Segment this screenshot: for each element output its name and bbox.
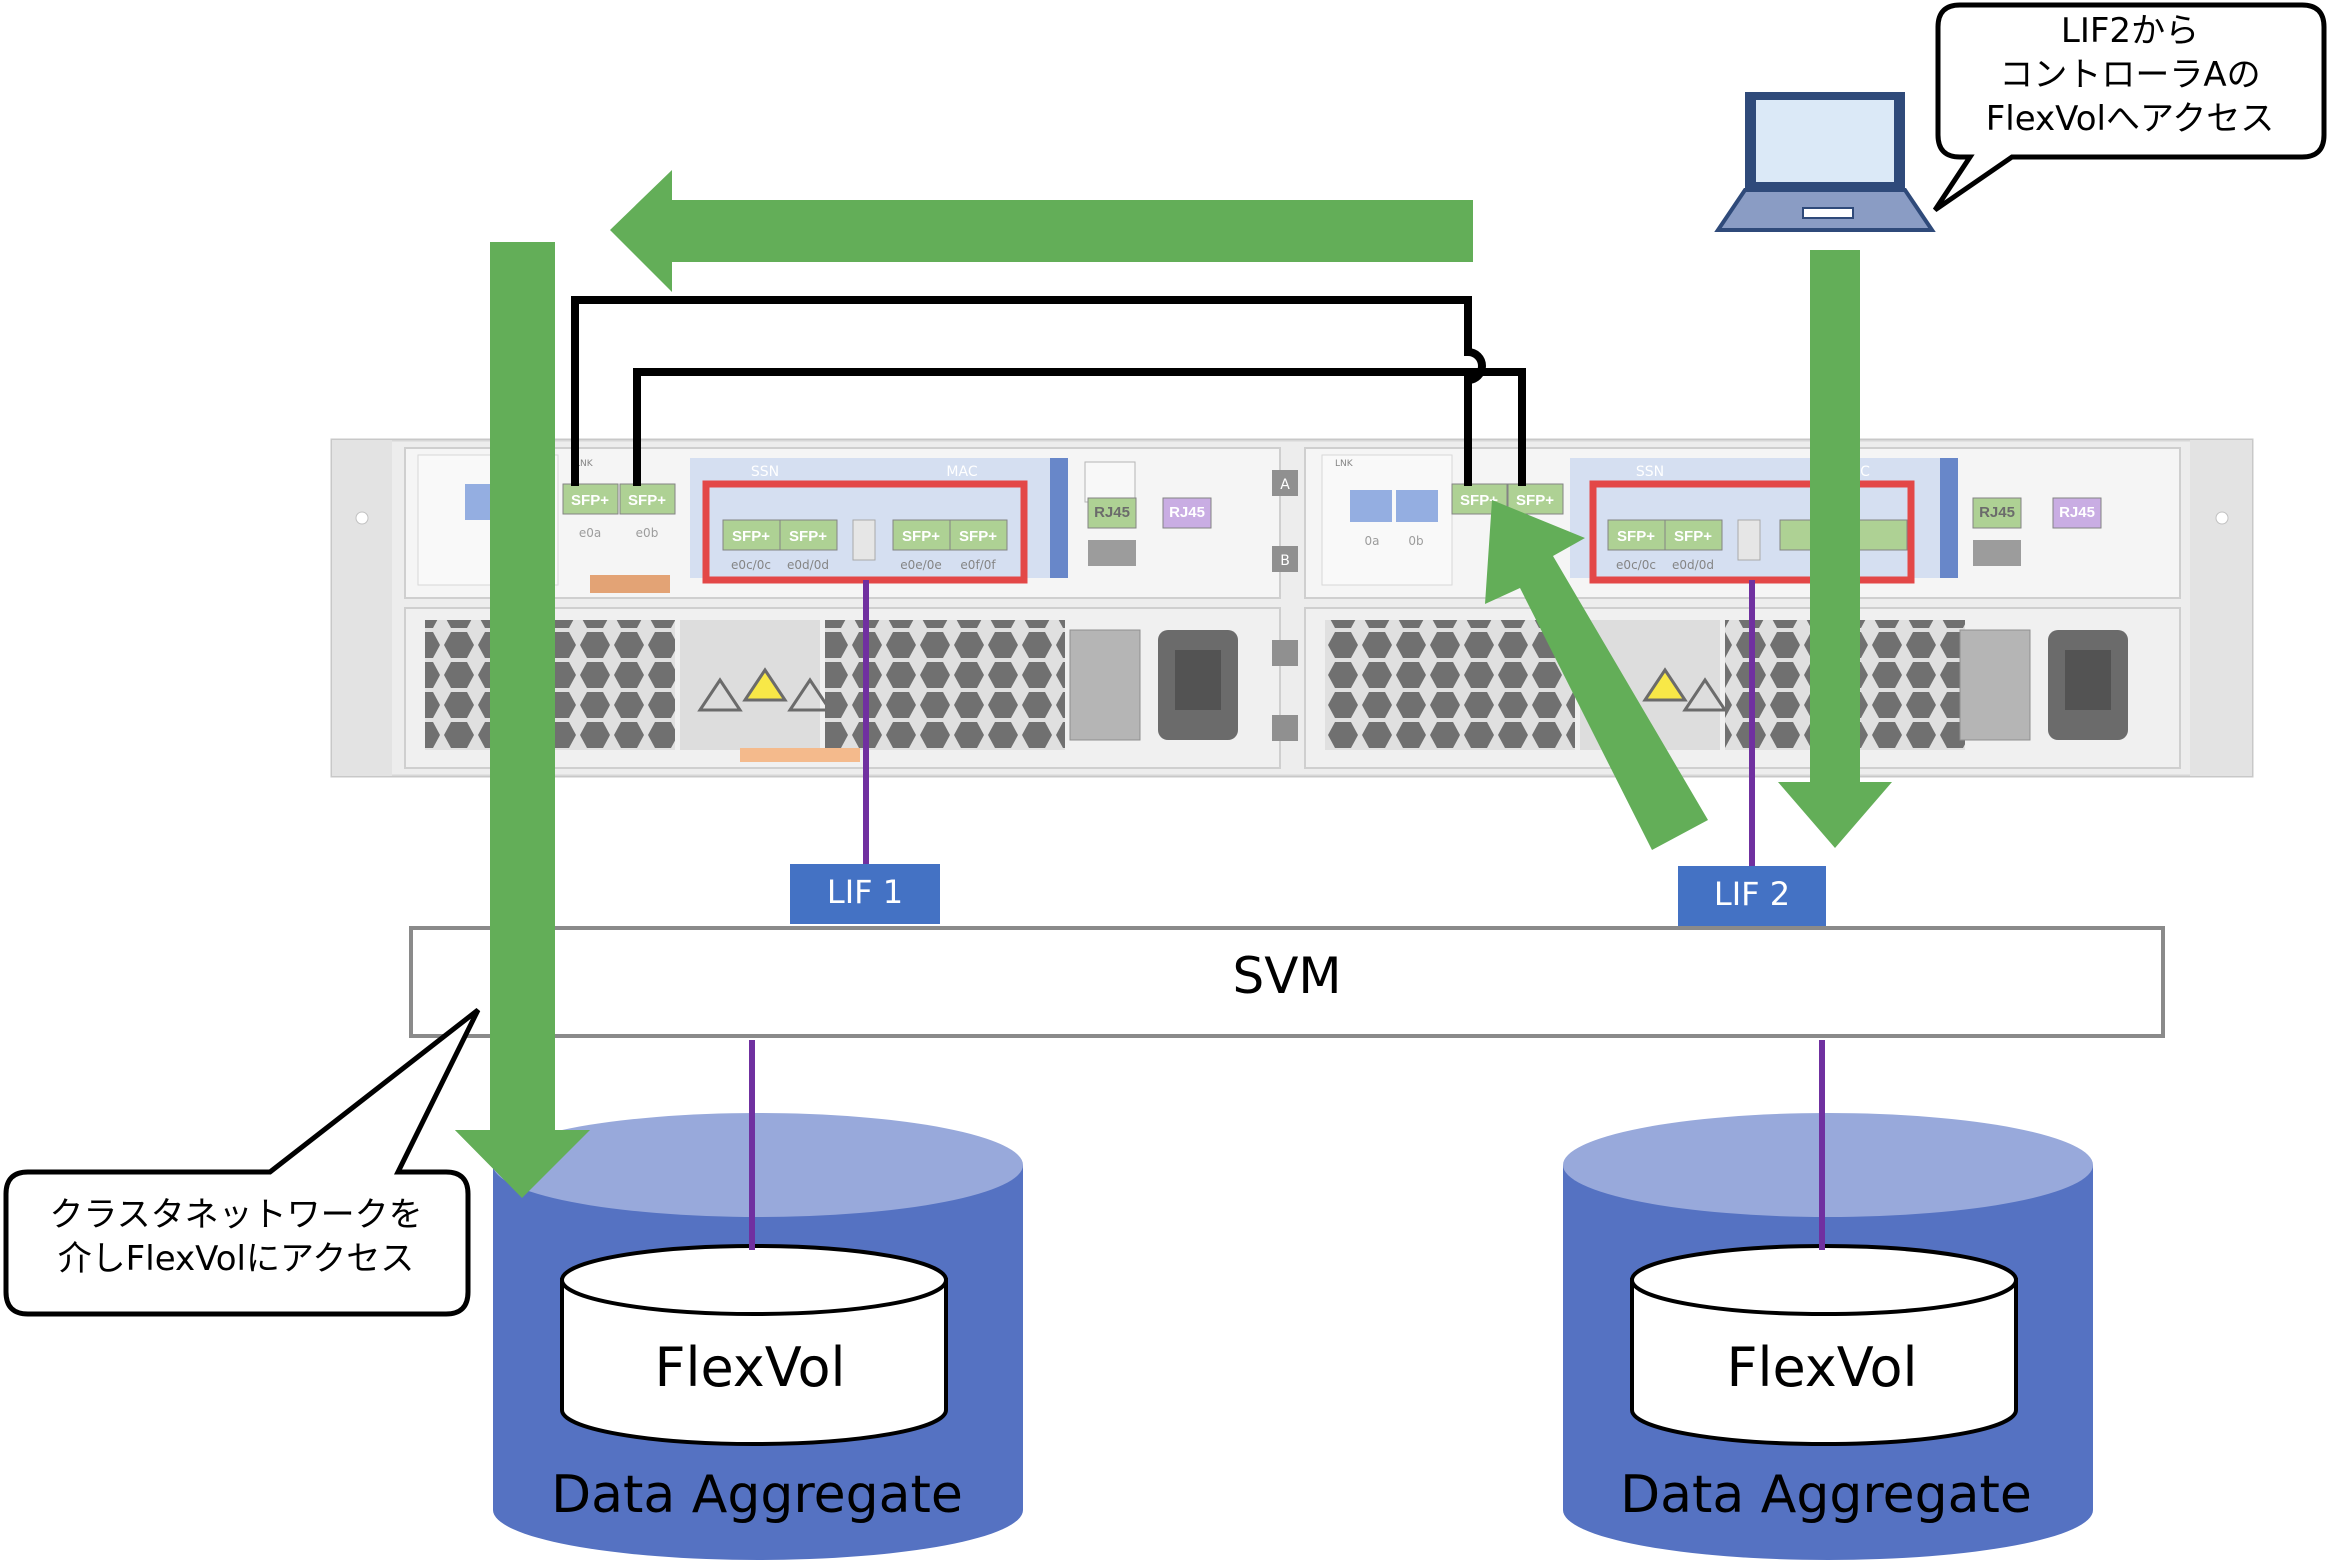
- lif1-label: LIF 1: [827, 873, 903, 911]
- flexvol-left-label: FlexVol: [654, 1336, 845, 1399]
- callout-top-right-line1: LIF2から: [2061, 11, 2199, 51]
- arrow-down-right: [1778, 250, 1892, 848]
- callout-top-right: [1932, 2, 2327, 213]
- port-e0b-label: e0b: [636, 526, 659, 540]
- port-0a-label-b: 0a: [1365, 534, 1380, 548]
- mac-label-a: MAC: [946, 464, 977, 480]
- arrow-cluster-path: [610, 170, 1473, 292]
- port-b-e0a-sfp: SFP+: [1460, 492, 1498, 509]
- callout-top-right-line2: コントローラAの: [1999, 55, 2260, 95]
- port-e0d-sfp: SFP+: [789, 528, 827, 545]
- rj45-b: RJ45: [1979, 504, 2015, 521]
- arrow-down-left: [455, 242, 590, 1198]
- svm-label: SVM: [1232, 947, 1341, 1005]
- port-e0b-sfp: SFP+: [628, 492, 666, 509]
- slot-indicators: A B: [1272, 470, 1298, 741]
- port-e0c-sfp: SFP+: [732, 528, 770, 545]
- lnk-label-a: LNK: [575, 459, 594, 469]
- chassis-fade: [332, 440, 2252, 776]
- port-b-e0b-sfp: SFP+: [1516, 492, 1554, 509]
- rj45-a-2: RJ45: [1169, 504, 1205, 521]
- callout-top-right-line3: FlexVolへアクセス: [1986, 99, 2275, 139]
- mac-label-b: C: [1860, 464, 1870, 480]
- port-e0c-label: e0c/0c: [731, 558, 771, 572]
- ssn-label-a: SSN: [751, 464, 779, 480]
- aggregate-right: [1563, 1113, 2093, 1560]
- port-b-e0c-sfp: SFP+: [1617, 528, 1655, 545]
- slot-b-label: B: [1280, 553, 1290, 569]
- port-e0f-label: e0f/0f: [960, 558, 996, 572]
- port-b-e0d-sfp: SFP+: [1674, 528, 1712, 545]
- arrow-diagonal: [1485, 500, 1708, 850]
- port-e0e-label: e0e/0e: [900, 558, 941, 572]
- aggregate-left: [493, 1113, 1023, 1560]
- arrow-head-left: [455, 1130, 590, 1198]
- lif2-label: LIF 2: [1714, 875, 1790, 913]
- aggregate-left-label: Data Aggregate: [551, 1465, 963, 1525]
- port-e0e-sfp: SFP+: [902, 528, 940, 545]
- aggregate-right-label: Data Aggregate: [1620, 1465, 2032, 1525]
- slot-a-label: A: [1280, 477, 1290, 493]
- controller-b: 0a 0b SSN C LNK RJ45 RJ45 SFP+ SFP+ SFP+…: [1321, 454, 2128, 750]
- rj45-a: RJ45: [1094, 504, 1130, 521]
- port-e0f-sfp: SFP+: [959, 528, 997, 545]
- callout-bottom-left: [3, 1008, 481, 1317]
- port-0b-label-b: 0b: [1408, 534, 1423, 548]
- ssn-label-b: SSN: [1636, 464, 1664, 480]
- access-arrows: [455, 170, 1892, 1198]
- port-b-e0c-label: e0c/0c: [1616, 558, 1656, 572]
- laptop-icon: [1714, 92, 1936, 232]
- lnk-label-b: LNK: [1335, 459, 1354, 469]
- arrow-down-left-overlay: [490, 925, 555, 1040]
- port-e0a-label: e0a: [579, 526, 601, 540]
- callout-bottom-left-line2: 介しFlexVolにアクセス: [58, 1239, 415, 1279]
- port-e0a-sfp: SFP+: [571, 492, 609, 509]
- cluster-cables: [571, 296, 1526, 486]
- lif1-box: [790, 864, 940, 924]
- svm-box: [409, 926, 2165, 1038]
- port-e0d-label: e0d/0d: [787, 558, 829, 572]
- lif2-box: [1678, 866, 1826, 926]
- callout-bottom-left-line1: クラスタネットワークを: [49, 1195, 422, 1235]
- port-b-e0d-label: e0d/0d: [1672, 558, 1714, 572]
- flexvol-right-label: FlexVol: [1726, 1336, 1917, 1399]
- rj45-b-2: RJ45: [2059, 504, 2095, 521]
